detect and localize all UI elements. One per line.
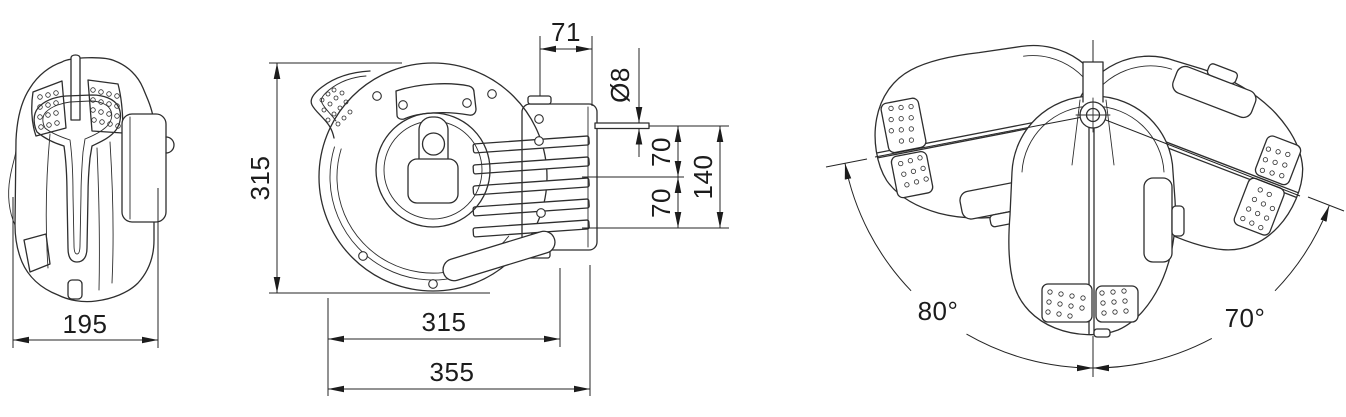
side-bracket-bump: [165, 136, 175, 154]
front-overall-width-dimension: 355: [328, 265, 591, 396]
swivel-view: 80° 70°: [825, 40, 1345, 377]
vent-dots: [1240, 146, 1291, 231]
front-outlet-total-label: 140: [688, 155, 718, 200]
side-bracket: [121, 113, 167, 223]
reel-vent-panel: [1095, 285, 1139, 323]
side-width-dimension: 195: [12, 188, 159, 348]
reel-side-bracket: [1143, 177, 1173, 263]
front-case-beak-inner: [320, 75, 367, 122]
swivel-right-angle-label: 70°: [1225, 303, 1266, 333]
side-vent-panel-left: [31, 80, 67, 137]
front-hose-guide: [442, 230, 556, 282]
front-inner-ring-outer: [375, 112, 491, 228]
front-disc-outline: [318, 62, 548, 292]
front-fins: [472, 135, 590, 238]
front-beak-dots: [319, 87, 353, 127]
side-left-rib: [8, 149, 17, 226]
side-view: 195: [8, 54, 175, 348]
front-bracket-cap-top: [527, 95, 552, 105]
front-hub-circle: [421, 132, 446, 156]
front-hose-stub: [594, 122, 650, 130]
front-view: 315 71 Ø8 70 70 140 315: [245, 17, 729, 396]
front-bracket-width-dimension: 71: [539, 17, 593, 106]
front-height-dimension: 315: [245, 62, 490, 294]
vent-dots: [888, 103, 929, 188]
side-body-outline: [14, 57, 155, 303]
front-bracket-width-label: 71: [551, 17, 581, 47]
front-outlet-spacing-dimensions: 70 70 140: [646, 126, 724, 228]
swivel-axis-right: [1092, 114, 1301, 197]
side-t-slot-outer: [33, 94, 122, 263]
swivel-axis-left-ext: [825, 158, 868, 168]
swivel-left-angle-label: 80°: [918, 296, 959, 326]
front-overall-width-label: 355: [430, 357, 475, 387]
front-case-beak: [310, 70, 371, 139]
side-foot: [23, 233, 51, 273]
swivel-axis-left: [874, 114, 1094, 158]
reel-foot: [1093, 328, 1111, 338]
front-hose-diameter-dimension: Ø8: [605, 48, 643, 157]
swivel-left-angle-dimension: 80°: [844, 163, 1094, 372]
reel-mount-flare: [1105, 99, 1115, 166]
side-contour: [45, 133, 51, 269]
side-vent-dots: [37, 87, 121, 130]
reel-vent-panel: [1041, 283, 1093, 323]
front-outlet-lower-label: 70: [646, 188, 676, 218]
pivot-post: [1082, 61, 1104, 103]
front-hose-diameter-label: Ø8: [605, 67, 635, 103]
swivel-right-angle-dimension: 70°: [1092, 205, 1330, 372]
front-top-plate: [395, 83, 477, 120]
side-contour: [109, 141, 114, 284]
front-outlet-upper-label: 70: [646, 137, 676, 167]
side-top-tab: [70, 54, 81, 121]
swivel-reel-center: [1008, 95, 1185, 338]
side-contour: [96, 147, 100, 291]
front-body-width-dimension: 315: [327, 268, 561, 396]
vent-dots: [1045, 288, 1129, 319]
front-hub-square: [407, 158, 459, 204]
side-bottom-tab: [67, 279, 83, 300]
front-body-width-label: 315: [422, 307, 467, 337]
reel-side-bracket-bump: [1171, 205, 1185, 237]
side-t-slot-inner: [42, 100, 113, 255]
swivel-axis-right-ext: [1307, 196, 1345, 212]
reel-mount-flare: [1071, 99, 1081, 166]
side-width-label: 195: [63, 309, 108, 339]
front-height-label: 315: [245, 156, 275, 201]
